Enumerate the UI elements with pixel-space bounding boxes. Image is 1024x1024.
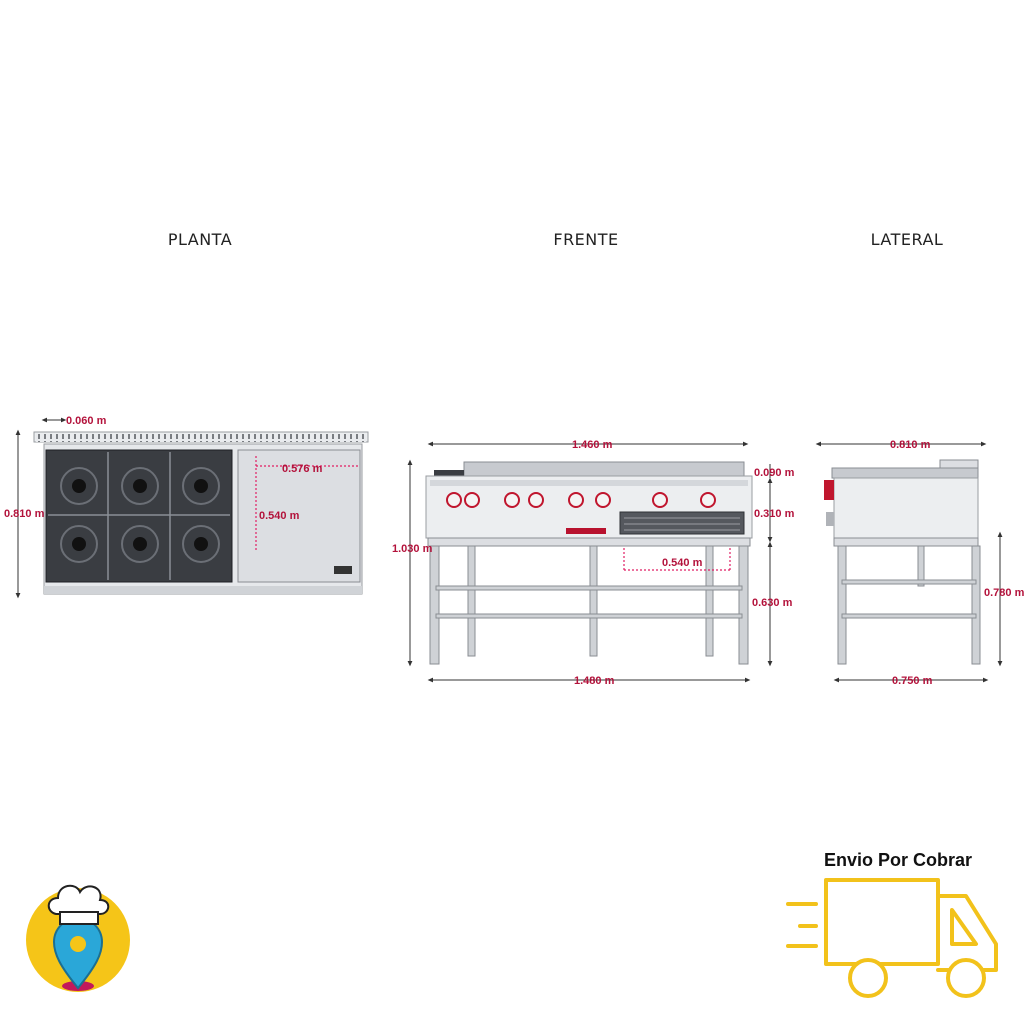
dim-frente-base-width: 1.480 m — [574, 675, 615, 687]
dim-frente-leg-height: 0.630 m — [752, 597, 793, 609]
dim-planta-depth: 0.810 m — [4, 508, 45, 520]
dim-lateral-top-depth: 0.810 m — [890, 439, 931, 451]
side-body — [833, 477, 979, 539]
shipping-label: Envio Por Cobrar — [824, 850, 973, 870]
griddle-plate — [237, 449, 361, 583]
lateral-view: 0.810 m 0.780 m 0.750 m — [815, 439, 1024, 687]
view-title-frente: FRENTE — [553, 230, 619, 249]
view-title-lateral: LATERAL — [870, 230, 944, 249]
dim-planta-griddle-width: 0.576 m — [282, 463, 323, 475]
planta-view: 0.060 m 0.810 m 0.576 m 0.540 m — [4, 415, 369, 599]
dim-planta-edge: 0.060 m — [66, 415, 107, 427]
dim-frente-top-width: 1.460 m — [572, 439, 613, 451]
dim-frente-total-height: 1.030 m — [392, 543, 433, 555]
frente-view: 1.460 m 1.030 m 0.090 m 0.310 m 0.540 m … — [392, 439, 795, 687]
dim-frente-body-height: 0.310 m — [754, 508, 795, 520]
dim-planta-griddle-depth: 0.540 m — [259, 510, 300, 522]
control-knobs — [446, 492, 716, 508]
dim-frente-griddle-width: 0.540 m — [662, 557, 703, 569]
delivery-truck-icon — [786, 878, 998, 998]
burner-grates — [45, 449, 233, 583]
chef-hat-location-pin-icon — [26, 884, 130, 992]
griddle-drawer — [619, 511, 745, 535]
view-title-planta: PLANTA — [167, 230, 233, 249]
dim-frente-backsplash: 0.090 m — [754, 467, 795, 479]
dim-lateral-leg-height: 0.780 m — [984, 587, 1024, 599]
dim-lateral-base-depth: 0.750 m — [892, 675, 933, 687]
